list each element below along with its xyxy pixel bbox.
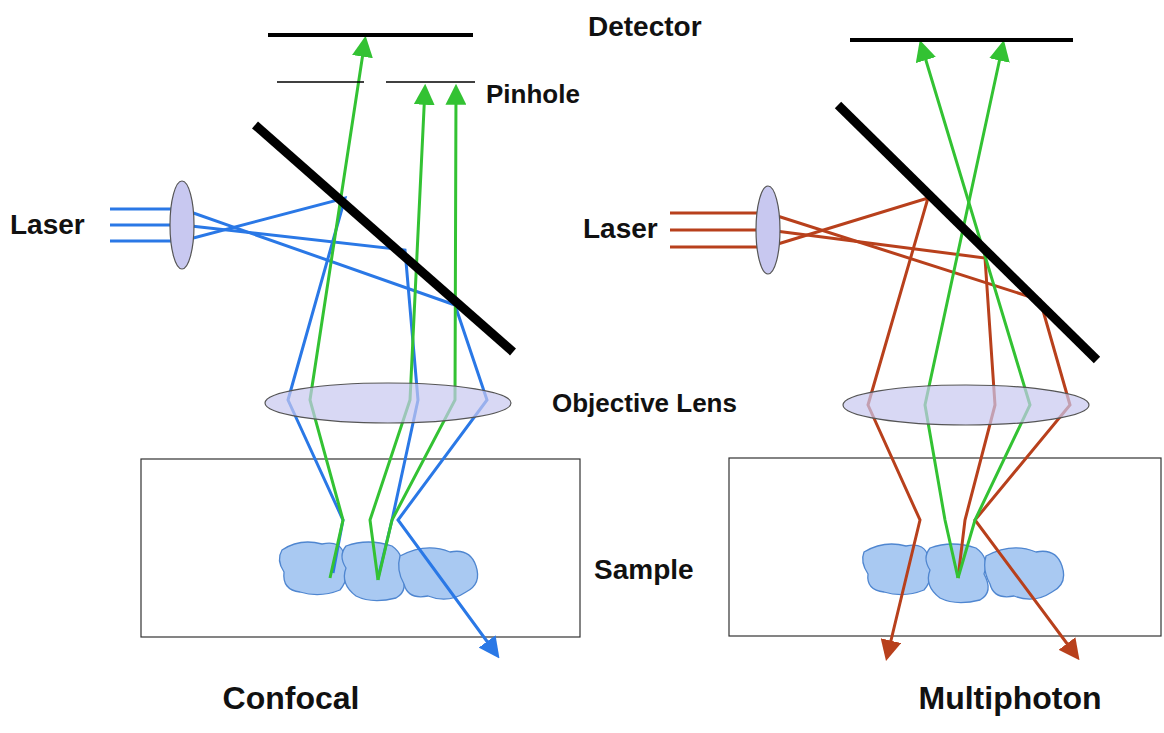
part-label: Laser: [583, 214, 658, 245]
detector: [268, 33, 473, 37]
sample-box: [141, 459, 580, 637]
part-label: Detector: [588, 12, 702, 43]
pinhole: [277, 81, 364, 83]
dichroic-mirror: [838, 105, 1097, 360]
objective-lens: [265, 383, 511, 423]
objective-lens: [843, 385, 1089, 425]
part-label: Sample: [594, 555, 694, 586]
part-label: Laser: [10, 210, 85, 241]
cells: [863, 544, 1064, 603]
pinhole: [386, 81, 475, 83]
laser-beam: [670, 198, 1077, 657]
multiphoton-panel: [670, 40, 1161, 657]
part-label: Objective Lens: [552, 389, 737, 418]
detector: [850, 38, 1073, 42]
emission-rays: [921, 44, 1030, 578]
panel-caption: Multiphoton: [918, 681, 1101, 716]
confocal-panel: [110, 35, 580, 655]
laser-beam: [110, 198, 497, 655]
laser-lens: [170, 181, 194, 269]
panel-caption: Confocal: [223, 681, 360, 716]
laser-lens: [756, 186, 780, 274]
part-label: Pinhole: [486, 80, 580, 109]
sample-box: [729, 458, 1161, 636]
emission-rays: [310, 40, 456, 580]
dichroic-mirror: [255, 125, 513, 352]
